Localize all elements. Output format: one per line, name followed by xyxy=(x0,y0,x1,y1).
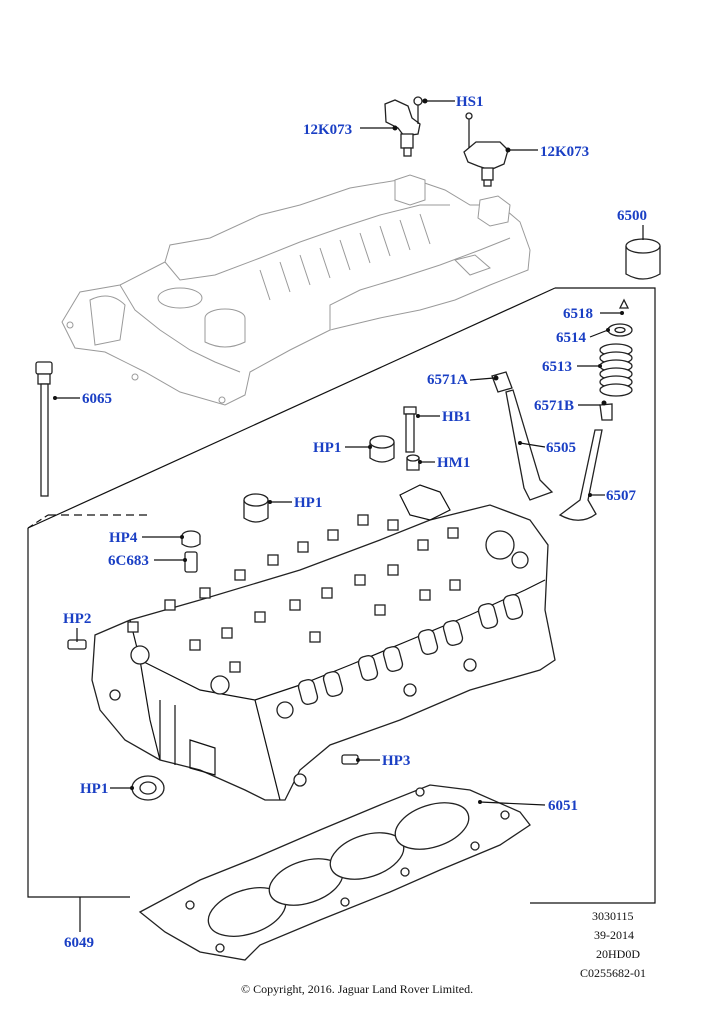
callout-6c683: 6C683 xyxy=(108,553,149,569)
head-bolt-6065 xyxy=(35,361,53,497)
dowel-hm1 xyxy=(406,454,420,471)
callout-hp1-top: HP1 xyxy=(313,440,341,456)
callout-hp1-mid: HP1 xyxy=(294,495,322,511)
callout-6500: 6500 xyxy=(617,208,647,224)
callout-12k073-right: 12K073 xyxy=(540,144,589,160)
camshaft-sensor-left xyxy=(384,96,423,157)
valve-collet-6518 xyxy=(618,298,630,309)
callout-6065: 6065 xyxy=(82,391,112,407)
callout-6571a: 6571A xyxy=(427,372,468,388)
callout-6507: 6507 xyxy=(606,488,637,504)
info-line-1: 3030115 xyxy=(592,909,634,923)
valve-stem-seal-6571b xyxy=(599,400,613,421)
callout-6051: 6051 xyxy=(548,798,578,814)
callout-hp1-low: HP1 xyxy=(80,781,108,797)
callout-6513: 6513 xyxy=(542,359,572,375)
info-line-3: 20HD0D xyxy=(596,947,640,961)
callout-6518: 6518 xyxy=(563,306,593,322)
plug-hp3 xyxy=(341,754,359,765)
callout-hs1: HS1 xyxy=(456,94,484,110)
plug-hp4 xyxy=(181,530,201,548)
callout-6571b: 6571B xyxy=(534,398,574,414)
callout-6514: 6514 xyxy=(556,330,587,346)
camshaft-cover-outline xyxy=(61,174,531,406)
callout-6049: 6049 xyxy=(64,935,94,951)
cylinder-head-block xyxy=(91,484,556,801)
tappet-6500 xyxy=(625,238,661,280)
bolt-hb1 xyxy=(403,406,417,453)
camshaft-sensor-right xyxy=(463,112,509,187)
spring-retainer-6514 xyxy=(607,323,633,337)
callout-hp3: HP3 xyxy=(382,753,410,769)
callout-hp2: HP2 xyxy=(63,611,91,627)
kit-bracket-6049 xyxy=(27,287,656,932)
info-line-4: C0255682-01 xyxy=(580,966,646,980)
copyright-notice: © Copyright, 2016. Jaguar Land Rover Lim… xyxy=(241,982,473,996)
connector-6c683 xyxy=(184,551,198,573)
callout-hb1: HB1 xyxy=(442,409,471,425)
exhaust-valve-6507 xyxy=(558,429,603,521)
leader-lines xyxy=(53,98,644,806)
callout-labels: HS1 12K073 12K073 6500 6518 6514 6513 65… xyxy=(63,94,647,951)
head-gasket-6051 xyxy=(138,784,531,961)
info-line-2: 39-2014 xyxy=(594,928,634,942)
plug-hp1-low xyxy=(131,775,165,801)
callout-hm1: HM1 xyxy=(437,455,470,471)
valve-stem-seal-6571a xyxy=(491,371,513,393)
valve-spring-6513 xyxy=(599,343,633,397)
plug-hp1-top xyxy=(369,435,395,463)
callout-hp4: HP4 xyxy=(109,530,138,546)
callout-6505: 6505 xyxy=(546,440,576,456)
plug-hp1-mid xyxy=(243,493,269,523)
callout-12k073-left: 12K073 xyxy=(303,122,352,138)
drawing-info-block: 3030115 39-2014 20HD0D C0255682-01 xyxy=(580,909,646,980)
